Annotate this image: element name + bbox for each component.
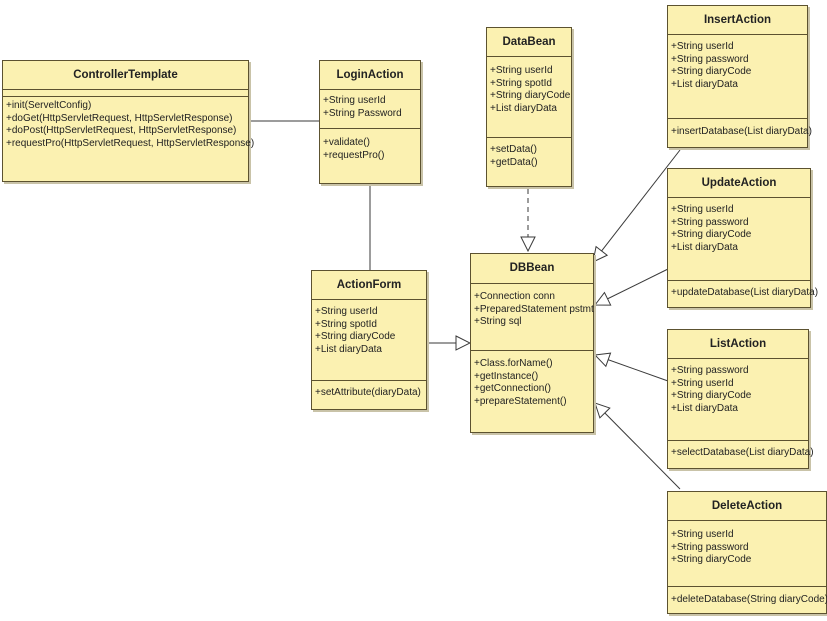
attribute: +String userId [323, 95, 386, 106]
operation: +getConnection() [474, 383, 551, 395]
operations-section: +setAttribute(diaryData) [312, 381, 426, 403]
class-update-action: UpdateAction +String userId +String pass… [667, 168, 819, 308]
class-login-action: LoginAction +String userId +String Passw… [319, 60, 421, 184]
attribute: +List diaryData [671, 78, 738, 90]
attribute: +String userId [490, 65, 553, 76]
operation: +Class.forName() [474, 358, 553, 369]
operations-section: +Class.forName() +getInstance() +getConn… [471, 351, 593, 411]
generalization-update-dbbean [595, 268, 669, 305]
attribute: +List diaryData [671, 402, 738, 414]
generalization-list-dbbean [595, 355, 669, 382]
operation: +doGet(HttpServletRequest, HttpServletRe… [6, 112, 233, 124]
class-db-bean: DBBean +Connection conn +PreparedStateme… [470, 253, 594, 433]
attribute: +String sql [474, 316, 522, 328]
attribute: +String password [671, 216, 749, 228]
class-name: ControllerTemplate [3, 61, 248, 90]
attribute: +String spotId [315, 318, 377, 330]
operations-section: +init(ServeltConfig) +doGet(HttpServletR… [3, 97, 255, 153]
attribute: +String password [671, 365, 749, 376]
class-name: DeleteAction [668, 492, 826, 521]
operation: +selectDatabase(List diaryData) [671, 447, 814, 458]
attributes-section: +String userId +String password +String … [668, 198, 810, 281]
attribute: +String password [671, 53, 749, 65]
operation: +setAttribute(diaryData) [315, 387, 421, 398]
operations-section: +updateDatabase(List diaryData) [668, 281, 819, 303]
operation: +setData() [490, 144, 537, 155]
class-delete-action: DeleteAction +String userId +String pass… [667, 491, 827, 614]
attribute: +String diaryCode [490, 90, 571, 102]
attributes-section [3, 90, 248, 97]
operation: +requestPro(HttpServletRequest, HttpServ… [6, 137, 255, 149]
attribute: +String diaryCode [671, 390, 752, 402]
class-name: ListAction [668, 330, 808, 359]
operation: +getInstance() [474, 370, 539, 382]
operation: +requestPro() [323, 149, 385, 161]
attributes-section: +String userId +String Password [320, 90, 420, 129]
generalization-delete-dbbean [595, 403, 681, 490]
attribute: +String diaryCode [315, 331, 396, 343]
attribute: +PreparedStatement pstmt [474, 303, 594, 315]
attribute: +String Password [323, 107, 402, 119]
class-data-bean: DataBean +String userId +String spotId +… [486, 27, 572, 187]
attribute: +Connection conn [474, 291, 555, 302]
class-controller-template: ControllerTemplate +init(ServeltConfig) … [2, 60, 255, 182]
attribute: +String userId [671, 41, 734, 52]
operation: +init(ServeltConfig) [6, 100, 92, 111]
class-name: DBBean [471, 254, 593, 284]
operations-section: +deleteDatabase(String diaryCode) [668, 587, 827, 610]
operations-section: +selectDatabase(List diaryData) [668, 441, 814, 463]
attributes-section: +String userId +String password +String … [668, 35, 807, 119]
operations-section: +setData() +getData() [487, 138, 571, 172]
class-name: DataBean [487, 28, 571, 57]
operation: +prepareStatement() [474, 395, 567, 407]
attribute: +String diaryCode [671, 554, 752, 566]
operations-section: +validate() +requestPro() [320, 129, 420, 165]
attributes-section: +String password +String userId +String … [668, 359, 808, 441]
attributes-section: +String userId +String spotId +String di… [312, 300, 426, 381]
operation: +doPost(HttpServletRequest, HttpServletR… [6, 125, 237, 137]
class-list-action: ListAction +String password +String user… [667, 329, 814, 469]
attribute: +String spotId [490, 77, 552, 89]
attributes-section: +String userId +String spotId +String di… [487, 57, 571, 138]
class-action-form: ActionForm +String userId +String spotId… [311, 270, 427, 410]
attribute: +String userId [671, 529, 734, 540]
operation: +updateDatabase(List diaryData) [671, 287, 819, 298]
attribute: +List diaryData [490, 102, 557, 114]
class-name: InsertAction [668, 6, 807, 35]
attributes-section: +Connection conn +PreparedStatement pstm… [471, 284, 594, 351]
attribute: +String diaryCode [671, 229, 752, 241]
operations-section: +insertDatabase(List diaryData) [668, 119, 812, 142]
operation: +deleteDatabase(String diaryCode) [671, 594, 827, 605]
operation: +insertDatabase(List diaryData) [671, 126, 812, 137]
attribute: +String diaryCode [671, 66, 752, 78]
class-name: LoginAction [320, 61, 420, 90]
class-insert-action: InsertAction +String userId +String pass… [667, 5, 812, 148]
attribute: +String userId [671, 204, 734, 215]
operation: +validate() [323, 137, 370, 148]
class-name: UpdateAction [668, 169, 810, 198]
attribute: +String userId [315, 306, 378, 317]
attributes-section: +String userId +String password +String … [668, 521, 826, 587]
generalization-insert-dbbean [593, 149, 681, 262]
attribute: +List diaryData [671, 241, 738, 253]
attribute: +List diaryData [315, 343, 382, 355]
attribute: +String password [671, 541, 749, 553]
attribute: +String userId [671, 377, 734, 389]
class-name: ActionForm [312, 271, 426, 300]
operation: +getData() [490, 156, 538, 168]
